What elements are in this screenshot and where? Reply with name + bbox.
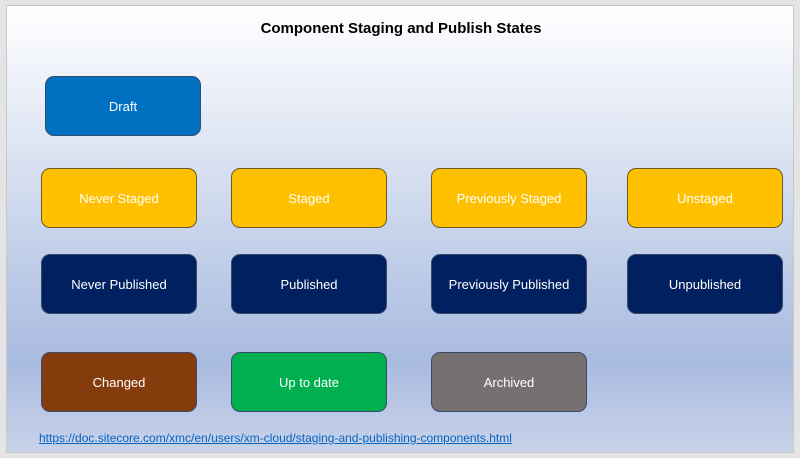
state-never-published: Never Published xyxy=(41,254,197,314)
state-never-staged: Never Staged xyxy=(41,168,197,228)
state-up-to-date: Up to date xyxy=(231,352,387,412)
state-previously-published: Previously Published xyxy=(431,254,587,314)
state-published: Published xyxy=(231,254,387,314)
state-draft: Draft xyxy=(45,76,201,136)
state-archived: Archived xyxy=(431,352,587,412)
state-staged: Staged xyxy=(231,168,387,228)
state-previously-staged: Previously Staged xyxy=(431,168,587,228)
state-changed: Changed xyxy=(41,352,197,412)
diagram-slide: Component Staging and Publish States Dra… xyxy=(6,5,794,453)
documentation-link[interactable]: https://doc.sitecore.com/xmc/en/users/xm… xyxy=(39,431,512,445)
diagram-title: Component Staging and Publish States xyxy=(260,20,542,37)
state-unpublished: Unpublished xyxy=(627,254,783,314)
state-unstaged: Unstaged xyxy=(627,168,783,228)
